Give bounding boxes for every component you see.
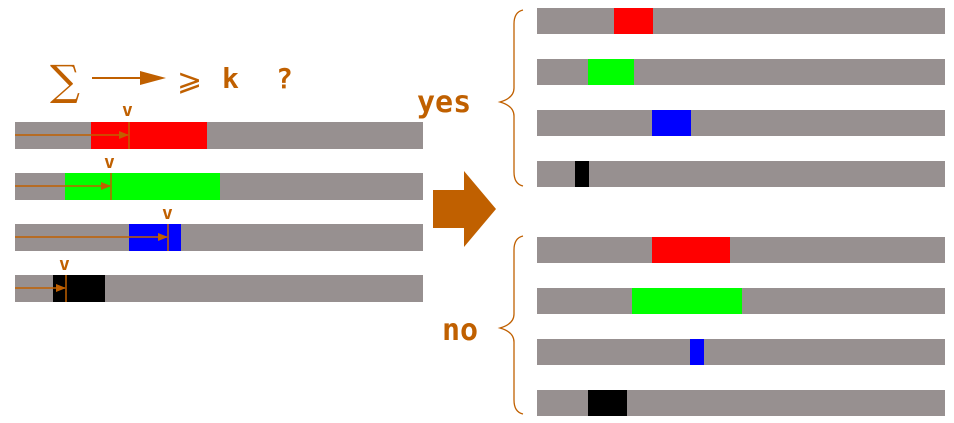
input-track-2: v	[15, 152, 423, 200]
geq-symbol: ⩾	[177, 63, 202, 98]
track	[537, 237, 945, 263]
segment-green	[632, 288, 742, 314]
yes-label: yes	[417, 85, 471, 120]
input-tracks: v v v v	[15, 100, 423, 302]
v-label: v	[59, 254, 70, 275]
yes-track-4	[537, 161, 945, 187]
track	[537, 110, 945, 136]
yes-tracks	[537, 8, 945, 187]
yes-track-2	[537, 59, 945, 85]
no-tracks	[537, 237, 945, 416]
segment-blue	[690, 339, 704, 365]
segment-red	[614, 8, 653, 34]
v-label: v	[162, 203, 173, 224]
yes-track-3	[537, 110, 945, 136]
no-track-1	[537, 237, 945, 263]
question-mark: ?	[276, 62, 293, 95]
track	[537, 8, 945, 34]
yes-track-1	[537, 8, 945, 34]
v-label: v	[104, 152, 115, 173]
no-track-4	[537, 390, 945, 416]
sum-symbol: ∑	[50, 56, 80, 105]
input-track-4: v	[15, 254, 423, 302]
segment-red	[652, 237, 730, 263]
segment-green	[588, 59, 634, 85]
split-arrow	[433, 171, 496, 247]
input-track-3: v	[15, 203, 423, 251]
segment-black	[575, 161, 589, 187]
track	[537, 161, 945, 187]
no-label: no	[442, 313, 478, 348]
no-track-3	[537, 339, 945, 365]
no-track-2	[537, 288, 945, 314]
no-brace	[497, 235, 524, 415]
condition: ∑ ⩾ k ?	[50, 56, 293, 105]
k-label: k	[222, 62, 239, 95]
input-track-1: v	[15, 100, 423, 149]
yes-brace	[497, 9, 524, 187]
sum-arrow-head	[140, 71, 166, 85]
segment-black	[588, 390, 627, 416]
segment-blue	[652, 110, 691, 136]
v-label: v	[122, 100, 133, 121]
track	[537, 339, 945, 365]
